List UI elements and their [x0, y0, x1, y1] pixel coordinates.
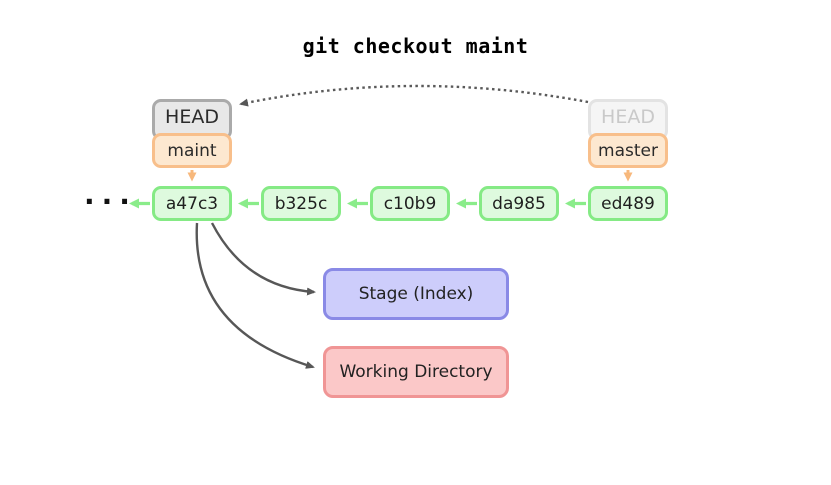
commit-node-ed489: ed489	[588, 186, 668, 221]
commit-node-a47c3: a47c3	[152, 186, 232, 221]
ellipsis-icon: ···	[84, 185, 137, 218]
commit-to-working-arrow	[195, 222, 315, 369]
commit-node-da985: da985	[479, 186, 559, 221]
commit-node-c10b9: c10b9	[370, 186, 450, 221]
branch-label-maint: maint	[152, 133, 232, 168]
diagram-title: git checkout maint	[302, 34, 529, 58]
stage-index-box: Stage (Index)	[323, 268, 509, 320]
commit-node-b325c: b325c	[261, 186, 341, 221]
working-directory-box: Working Directory	[323, 346, 509, 398]
commit-to-stage-arrow	[210, 222, 316, 296]
branch-label-master: master	[588, 133, 668, 168]
head-move-dotted-arrow	[239, 84, 589, 107]
